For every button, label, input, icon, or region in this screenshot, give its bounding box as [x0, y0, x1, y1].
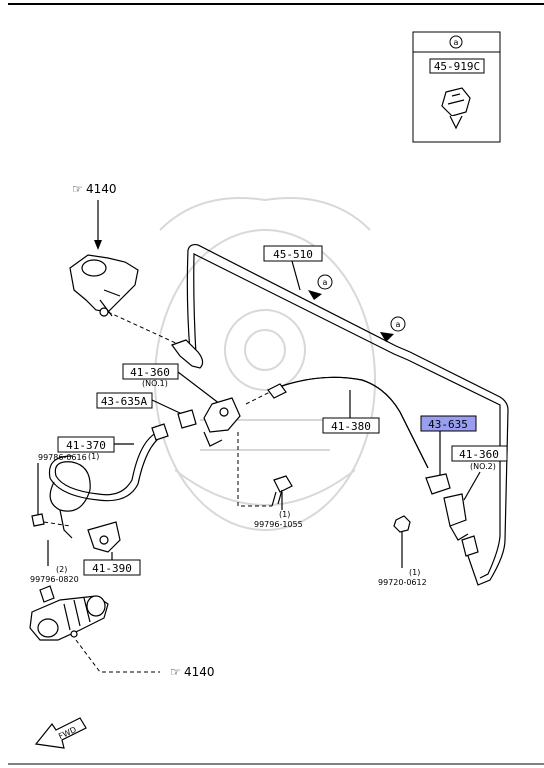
ref-4140-top[interactable]: ☞ 4140	[72, 182, 117, 196]
clutch-switch-assembly	[69, 254, 139, 317]
nut-99720-0612	[393, 515, 411, 533]
callout-a-1-letter: a	[323, 278, 328, 287]
part-label-41-390[interactable]: 41-390	[92, 562, 132, 575]
svg-text:☞: ☞	[72, 182, 83, 196]
bolt-99796-0820	[39, 585, 55, 603]
bolt-99786-0616	[31, 513, 45, 527]
ref-4140-top-label: 4140	[86, 182, 117, 196]
clip-43-635	[425, 473, 451, 495]
ref-4140-bottom-label: 4140	[184, 665, 215, 679]
part-label-41-360-no2[interactable]: 41-360	[459, 448, 499, 461]
part-note-41-360-no2: (NO.2)	[470, 462, 496, 471]
ref-4140-bottom[interactable]: ☞ 4140	[170, 665, 215, 679]
part-note-41-360-no1: (NO.1)	[142, 379, 168, 388]
part-label-45-919C[interactable]: 45-919C	[434, 60, 480, 73]
clutch-release-cylinder	[29, 595, 109, 641]
bolt-qty-99796-0820: (2)	[56, 565, 67, 574]
hose-41-380[interactable]	[267, 376, 429, 469]
fwd-arrow-icon: FWD	[34, 717, 87, 749]
callout-a-1: a	[308, 274, 333, 300]
part-label-41-370[interactable]: 41-370	[66, 439, 106, 452]
clip-45-919C-icon	[441, 87, 471, 130]
part-label-41-380[interactable]: 41-380	[331, 420, 371, 433]
clip-43-635A	[177, 409, 197, 429]
inset-callout-letter: a	[454, 38, 459, 47]
pipe-41-370-coil[interactable]	[48, 423, 169, 539]
part-label-43-635A[interactable]: 43-635A	[101, 395, 148, 408]
bolt-qty-99786-0616: (1)	[88, 452, 99, 461]
bracket-41-390	[87, 521, 121, 553]
part-label-43-635-highlight	[420, 415, 477, 432]
pipe-fitting-right	[461, 535, 479, 557]
bolt-label-99796-0820[interactable]: 99796-0820	[30, 575, 79, 584]
bolt-qty-99796-1055: (1)	[279, 510, 290, 519]
pipe-flare-nut-left	[171, 339, 204, 369]
bolt-label-99796-1055[interactable]: 99796-1055	[254, 520, 303, 529]
part-label-45-510[interactable]: 45-510	[273, 248, 313, 261]
bracket-41-360-no2	[443, 493, 469, 541]
inset-callout-circle	[449, 35, 463, 49]
watermark-emblem	[154, 197, 376, 531]
callout-a-2-letter: a	[396, 320, 401, 329]
bolt-qty-99720-0612: (1)	[409, 568, 420, 577]
callout-a-2: a	[380, 316, 406, 342]
pipe-45-510[interactable]	[186, 243, 509, 586]
bolt-label-99720-0612[interactable]: 99720-0612	[378, 578, 427, 587]
bolt-label-99786-0616[interactable]: 99786-0616	[38, 453, 87, 462]
bracket-41-360-no1	[203, 397, 241, 447]
part-label-41-360-no1[interactable]: 41-360	[130, 366, 170, 379]
svg-text:☞: ☞	[170, 665, 181, 679]
bolt-99796-1055	[271, 475, 293, 507]
inset-box: a 45-919C	[412, 31, 501, 143]
part-label-43-635[interactable]: 43-635	[428, 418, 468, 431]
